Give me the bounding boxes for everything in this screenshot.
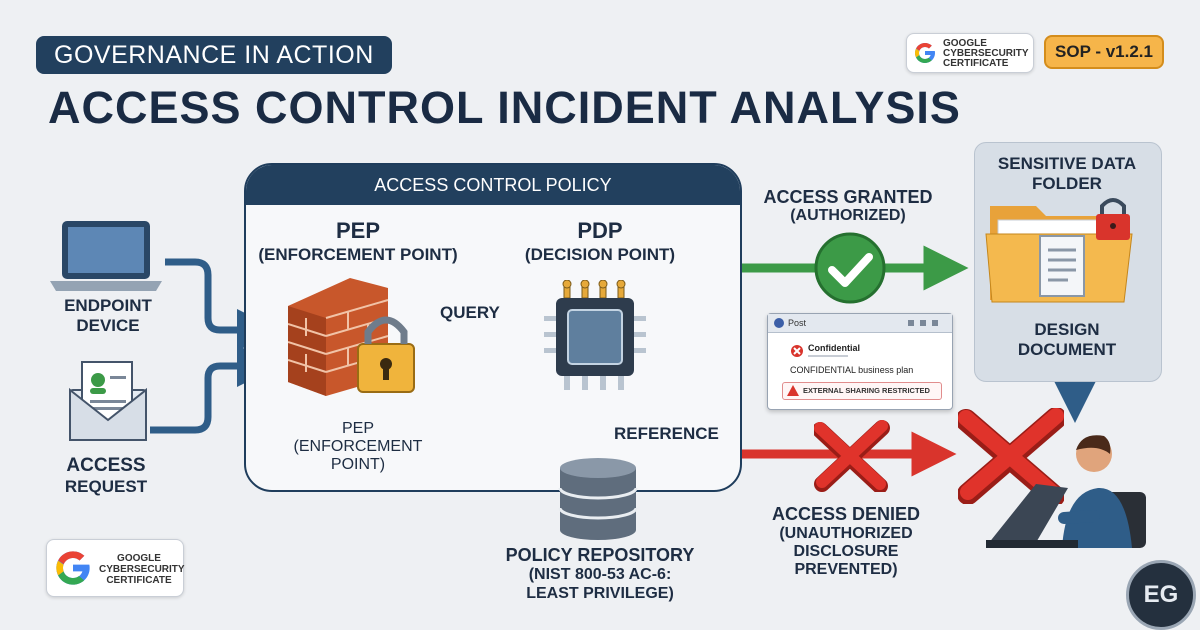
blocked-icon: [791, 345, 803, 357]
post-icon: [774, 318, 784, 328]
request-to-pep-arrow: [150, 345, 279, 434]
popup-sender: Confidential: [808, 343, 860, 353]
denied-line1: ACCESS DENIED: [771, 504, 921, 524]
popup-control-icon: [920, 320, 926, 326]
laptop-icon: [50, 221, 162, 291]
popup-meta-line: [808, 355, 848, 357]
folder-title-line1: SENSITIVE DATA: [997, 154, 1137, 173]
pep-bottom-line2: (ENFORCEMENT: [293, 438, 423, 455]
warning-icon: [787, 385, 799, 396]
repository-line1: POLICY REPOSITORY: [505, 545, 695, 565]
subtitle-pill: Governance in Action: [36, 36, 392, 74]
doc-label-line1: DESIGN: [1034, 320, 1100, 339]
reference-label: REFERENCE: [614, 424, 719, 443]
endpoint-to-pep-arrow: [165, 258, 279, 351]
pdp-subtitle: (Decision Point): [524, 245, 676, 264]
doc-label-line2: DOCUMENT: [1017, 340, 1117, 359]
pep-bottom-line1: PEP: [341, 420, 374, 437]
sharing-warning-box: EXTERNAL SHARING RESTRICTED: [782, 382, 942, 400]
person-at-laptop-icon: [986, 435, 1146, 548]
denied-x-icon: [814, 420, 890, 492]
folder-title-line2: FOLDER: [1032, 174, 1102, 193]
large-denied-x-icon: [958, 408, 1064, 504]
request-label-line2: REQUEST: [64, 477, 148, 496]
pep-title: PEP: [335, 218, 381, 243]
google-logo-icon: [915, 43, 935, 63]
denied-line2: (UNAUTHORIZED: [779, 525, 913, 542]
repository-line2: (NIST 800-53 AC-6:: [528, 566, 672, 583]
badge-bottom-line2: CYBERSECURITY: [99, 564, 185, 575]
google-logo-icon: [56, 551, 90, 585]
request-label-line1: ACCESS: [66, 455, 146, 476]
pdp-processor-icon: [544, 280, 646, 390]
endpoint-label-line1: ENDPOINT: [64, 296, 152, 315]
badge-bottom-line3: CERTIFICATE: [106, 575, 172, 586]
sop-version-badge: SOP - v1.2.1: [1044, 35, 1164, 69]
access-control-policy-panel: Access Control Policy: [244, 163, 742, 492]
pep-bottom-line3: POINT): [330, 456, 386, 473]
database-icon: [558, 458, 638, 540]
repository-line3: LEAST PRIVILEGE): [526, 585, 674, 602]
popup-control-icon: [908, 320, 914, 326]
badge-top-line3: CERTIFICATE: [943, 58, 1009, 69]
sharing-warning-text: EXTERNAL SHARING RESTRICTED: [803, 386, 930, 395]
post-popup-window: Post Confidential CONFIDENTIAL business …: [767, 313, 953, 410]
endpoint-label-line2: DEVICE: [76, 316, 140, 335]
granted-line2: (AUTHORIZED): [790, 207, 906, 224]
policy-panel-title: Access Control Policy: [246, 165, 740, 205]
query-label: QUERY: [440, 303, 500, 322]
denied-line4: PREVENTED): [794, 561, 898, 578]
eg-logo-text: EG: [1143, 581, 1179, 608]
popup-tab-label: Post: [788, 318, 807, 328]
granted-line1: ACCESS GRANTED: [763, 187, 933, 207]
popup-body: CONFIDENTIAL business plan: [790, 365, 914, 375]
badge-top-line2: CYBERSECURITY: [943, 48, 1029, 59]
check-icon: [814, 232, 886, 304]
envelope-request-icon: [69, 361, 147, 441]
pep-subtitle: (Enforcement Point): [258, 245, 458, 264]
pdp-title: PDP: [577, 218, 623, 243]
badge-bottom-line1: GOOGLE: [117, 553, 161, 564]
folder-icon: [985, 198, 1133, 303]
popup-titlebar: [768, 314, 952, 333]
cert-badge-top: GOOGLE CYBERSECURITY CERTIFICATE: [906, 33, 1034, 73]
eg-logo: EG: [1126, 560, 1196, 630]
popup-control-icon: [932, 320, 938, 326]
page-title: ACCESS CONTROL INCIDENT ANALYSIS: [48, 82, 961, 133]
denied-line3: DISCLOSURE: [793, 543, 899, 560]
cert-badge-bottom: GOOGLE CYBERSECURITY CERTIFICATE: [46, 539, 185, 597]
badge-top-line1: GOOGLE: [943, 38, 987, 49]
firewall-icon: [288, 278, 415, 396]
